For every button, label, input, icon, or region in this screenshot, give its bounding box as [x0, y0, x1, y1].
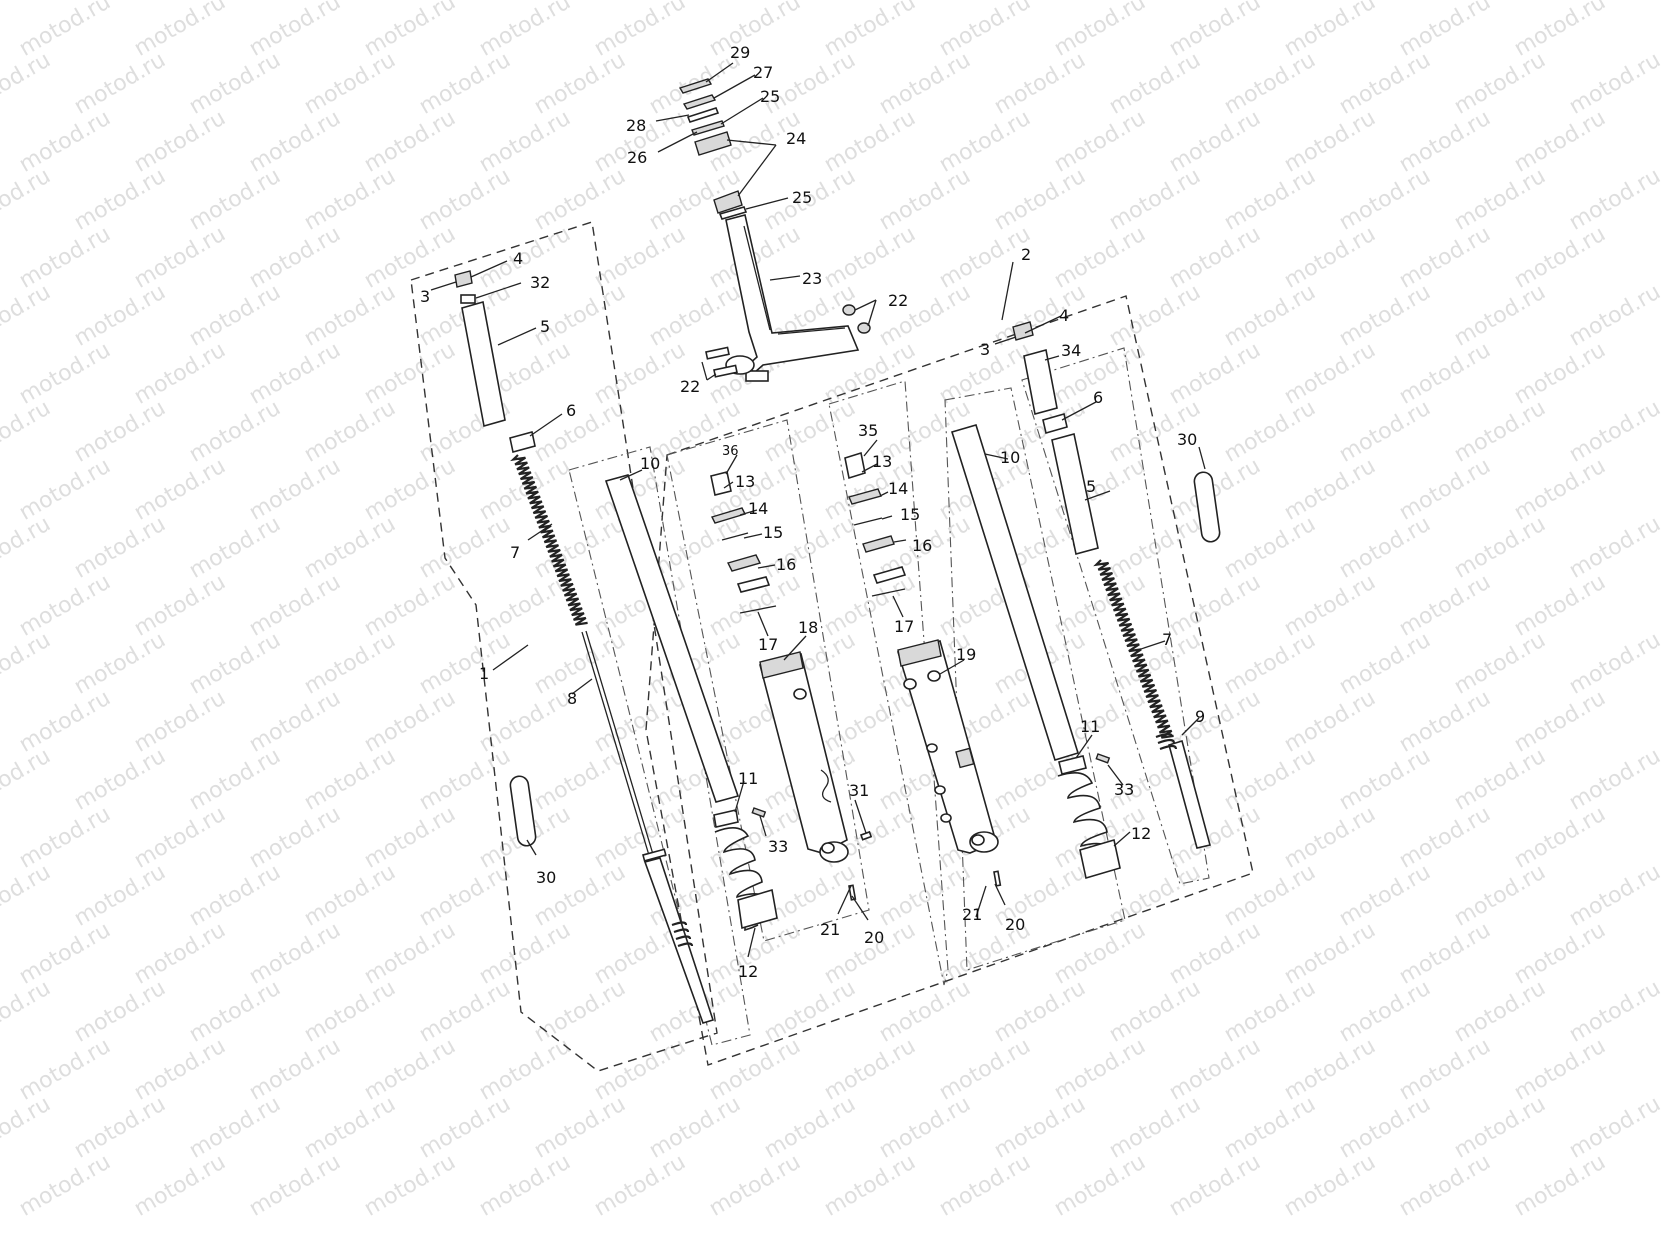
- callout-23: 23: [802, 269, 822, 288]
- left-fork-boot: [714, 827, 778, 932]
- callout-14-right: 14: [888, 479, 908, 498]
- right-dust-seal: [1058, 755, 1087, 775]
- callout-12-left: 12: [738, 962, 758, 981]
- right-drain-pin: [1095, 753, 1111, 764]
- callout-7-left: 7: [510, 543, 520, 562]
- callout-7-right: 7: [1162, 630, 1172, 649]
- bearing-25-lower: [718, 206, 748, 220]
- right-fork-parts: [1012, 321, 1211, 849]
- right-fork-boot: [1057, 771, 1121, 880]
- callout-21-left: 21: [820, 920, 840, 939]
- callout-29: 29: [730, 43, 750, 62]
- callout-5-right: 5: [1086, 477, 1096, 496]
- right-slider-internals: [844, 451, 907, 597]
- left-inner-tube-group-boundary: [568, 446, 751, 1046]
- head-bearing-stack: [678, 78, 748, 220]
- callout-1: 1: [479, 664, 489, 683]
- callout-6-right: 6: [1093, 388, 1103, 407]
- left-dust-seal: [713, 809, 739, 828]
- callout-6-left: 6: [566, 401, 576, 420]
- adjuster-28: [686, 107, 720, 123]
- callout-10-left: 10: [640, 454, 660, 473]
- callout-5-left: 5: [540, 317, 550, 336]
- callout-33-left: 33: [768, 837, 788, 856]
- callout-10-right: 10: [1000, 448, 1020, 467]
- callout-9: 9: [1195, 707, 1205, 726]
- callout-31: 31: [849, 781, 869, 800]
- callout-35: 35: [858, 421, 878, 440]
- right-slider-group-boundary: [828, 380, 949, 986]
- callout-18: 18: [798, 618, 818, 637]
- callout-12-right: 12: [1131, 824, 1151, 843]
- callout-16-left: 16: [776, 555, 796, 574]
- right-damper-group-boundary: [1021, 347, 1210, 885]
- callout-20-right: 20: [1005, 915, 1025, 934]
- callout-11-left: 11: [738, 769, 758, 788]
- callout-17-right: 17: [894, 617, 914, 636]
- bearing-24-lower: [713, 190, 743, 214]
- cable-guide-left: [509, 775, 537, 847]
- callout-3-right: 3: [980, 340, 990, 359]
- callout-17-left: 17: [758, 635, 778, 654]
- callout-13-left: 13: [735, 472, 755, 491]
- bearing-25-upper: [691, 120, 725, 136]
- callout-33-right: 33: [1114, 780, 1134, 799]
- callout-8: 8: [567, 689, 577, 708]
- callout-16-right: 16: [912, 536, 932, 555]
- callout-36: 36: [722, 444, 739, 459]
- callout-24: 24: [786, 129, 806, 148]
- callout-21-right: 21: [962, 905, 982, 924]
- right-fork-assembly-boundary: [645, 295, 1254, 1066]
- callout-4-left: 4: [513, 249, 523, 268]
- steering-stem: [725, 214, 860, 382]
- callout-28: 28: [626, 116, 646, 135]
- callout-25-lower: 25: [792, 188, 812, 207]
- callout-26: 26: [627, 148, 647, 167]
- callout-15-right: 15: [900, 505, 920, 524]
- right-inner-tube: [950, 424, 1080, 761]
- callout-19: 19: [956, 645, 976, 664]
- callout-32: 32: [530, 273, 550, 292]
- left-fork-parts: [454, 270, 715, 1024]
- callout-13-right: 13: [872, 452, 892, 471]
- left-fork-assembly-boundary: [410, 221, 718, 1072]
- left-fork-slider: [759, 651, 873, 901]
- callout-14-left: 14: [748, 499, 768, 518]
- left-slider-group-boundary: [666, 419, 870, 942]
- leader-lines: [430, 62, 1206, 958]
- callout-22-lower: 22: [680, 377, 700, 396]
- bearing-24-upper: [694, 131, 732, 156]
- callout-2: 2: [1021, 245, 1031, 264]
- callout-30-left: 30: [536, 868, 556, 887]
- washer-27: [682, 94, 717, 110]
- callout-30-right: 30: [1177, 430, 1197, 449]
- callout-4-right: 4: [1059, 306, 1069, 325]
- callout-25-upper: 25: [760, 87, 780, 106]
- callout-20-left: 20: [864, 928, 884, 947]
- right-fork-slider: [896, 639, 1002, 887]
- left-slider-internals: [710, 471, 777, 614]
- callout-11-right: 11: [1080, 717, 1100, 736]
- callout-labels: 1 2 3 3 4 4 5 5 6 6 7 7 8 9 10 10 11 11 …: [420, 43, 1205, 981]
- callout-15-left: 15: [763, 523, 783, 542]
- lock-nut-29: [678, 78, 713, 94]
- callout-27: 27: [753, 63, 773, 82]
- clamp-bolts: [705, 304, 871, 378]
- left-inner-tube: [604, 474, 740, 803]
- cable-guide-right: [1193, 471, 1221, 543]
- callout-34: 34: [1061, 341, 1081, 360]
- left-drain-pin: [751, 807, 767, 818]
- callout-3-left: 3: [420, 287, 430, 306]
- callout-22-upper: 22: [888, 291, 908, 310]
